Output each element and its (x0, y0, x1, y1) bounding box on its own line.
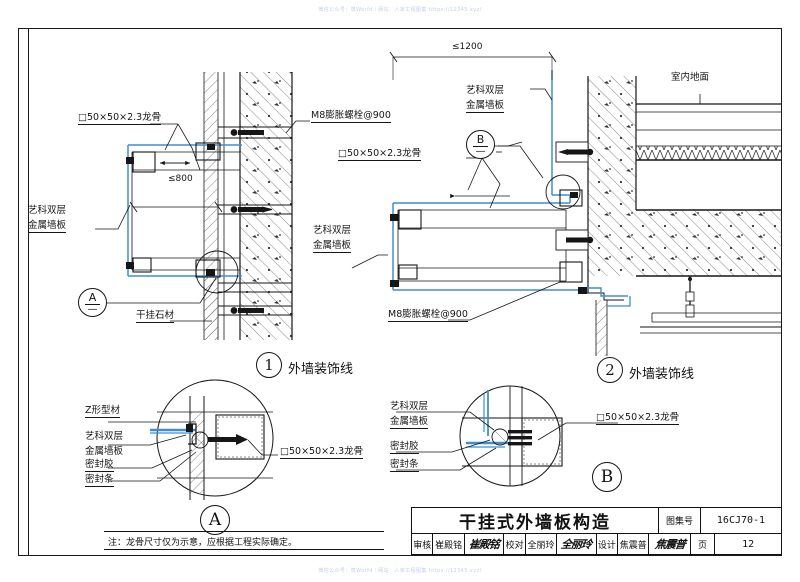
check-label-cell: 校对 (504, 534, 526, 554)
detailA-tag-bubble[interactable]: A (200, 505, 230, 535)
detailB-gasket-label: 密封条 (390, 459, 419, 472)
drawing-title-cell: 干挂式外墙板构造 (412, 508, 659, 533)
detail2-width-dim: ≤1200 (452, 42, 483, 52)
bubble-b-letter: B (476, 132, 485, 146)
drawing-note: 注：龙骨尺寸仅为示意，应根据工程实际确定。 (108, 538, 298, 548)
detailA-gasket-label: 密封条 (85, 474, 114, 487)
bubble-a-letter: A (88, 290, 97, 304)
detail1-width-dim: ≤800 (168, 174, 193, 184)
title-block: 干挂式外墙板构造 图集号 16CJ70-1 审核 崔殿铭 崔殿铭 校对 全丽玲 … (411, 507, 782, 555)
detailA-sealant-label: 密封胶 (85, 459, 114, 472)
detail1-section-bubble-a[interactable]: A — (78, 288, 107, 317)
detail1-caption: 外墙装饰线 (288, 362, 354, 377)
detail2-caption: 外墙装饰线 (629, 367, 695, 382)
frame-margin-line (28, 28, 30, 556)
note-rule-top (104, 531, 384, 532)
detail2-anchor-label: M8膨胀螺栓@900 (388, 309, 468, 322)
detail1-stone-label: 干挂石材 (136, 310, 175, 323)
bubble-divider (84, 303, 101, 305)
detailB-tag-bubble[interactable]: B (592, 462, 622, 492)
review-signature-cell: 崔殿铭 (465, 534, 505, 554)
page-label-cell: 页 (691, 534, 716, 554)
detail2-number-bubble[interactable]: 2 (597, 357, 623, 383)
title-block-row-signatures: 审核 崔殿铭 崔殿铭 校对 全丽玲 全丽玲 设计 焦震普 焦震普 页 12 (412, 534, 781, 554)
detail1-keel-label: □50×50×2.3龙骨 (78, 112, 162, 125)
detail2-panel-label2-line1: 艺科双层 (313, 225, 352, 236)
page-number-cell: 12 (742, 538, 755, 550)
detail1-panel-label-line1: 艺科双层 (28, 205, 67, 216)
detail1-panel-label-line2: 金属墙板 (28, 220, 67, 233)
review-name-cell: 崔殿铭 (433, 534, 465, 554)
bubble-a-sub: — (87, 303, 98, 315)
detailA-keel-label: □50×50×2.3龙骨 (280, 446, 364, 459)
check-signature: 全丽玲 (560, 538, 593, 551)
design-label-cell: 设计 (597, 534, 619, 554)
detail2-panel-label-line1: 艺科双层 (466, 85, 505, 96)
bubble-b-sub: — (475, 145, 486, 157)
detail1-anchor-label: M8膨胀螺栓@900 (311, 110, 391, 123)
design-signature: 焦震普 (653, 538, 686, 551)
title-block-row-main: 干挂式外墙板构造 图集号 16CJ70-1 (412, 508, 781, 534)
detailB-panel-line1: 艺科双层 (390, 401, 429, 412)
detail2-floor-label: 室内地面 (671, 72, 710, 83)
watermark-bottom: 微信公众号：筑Worfd｜网站：人家工程图集 https://12345.xyz… (318, 568, 482, 574)
watermark-top: 微信公众号：筑Worfd｜网站：人家工程图集 https://12345.xyz… (318, 7, 482, 13)
detailA-panel-line2: 金属墙板 (85, 446, 124, 457)
detailA-panel-line1: 艺科双层 (85, 431, 124, 442)
detailA-zprofile-label: Z形型材 (85, 405, 121, 418)
detail2-keel-label: □50×50×2.3龙骨 (338, 148, 422, 161)
note-rule-bottom (104, 549, 384, 550)
detailB-panel-line2: 金属墙板 (390, 416, 429, 429)
design-signature-cell: 焦震普 (649, 534, 691, 554)
drawing-title: 干挂式外墙板构造 (459, 513, 611, 533)
detailB-sealant-label: 密封胶 (390, 441, 419, 454)
atlas-number-cell: 16CJ70-1 (716, 515, 766, 526)
detail2-section-bubble-b[interactable]: B — (466, 130, 495, 159)
check-signature-cell: 全丽玲 (557, 534, 597, 554)
check-name-cell: 全丽玲 (526, 534, 558, 554)
review-signature: 崔殿铭 (468, 538, 500, 551)
bubble-divider (472, 145, 489, 147)
atlas-label-cell: 图集号 (659, 508, 701, 533)
detail1-number-bubble[interactable]: 1 (256, 352, 282, 378)
detail2-panel-label2-line2: 金属墙板 (313, 240, 352, 253)
detailB-keel-label: □50×50×2.3龙骨 (596, 412, 680, 425)
review-label-cell: 审核 (412, 534, 434, 554)
design-name-cell: 焦震普 (618, 534, 650, 554)
detail2-panel-label-line2: 金属墙板 (466, 100, 505, 113)
